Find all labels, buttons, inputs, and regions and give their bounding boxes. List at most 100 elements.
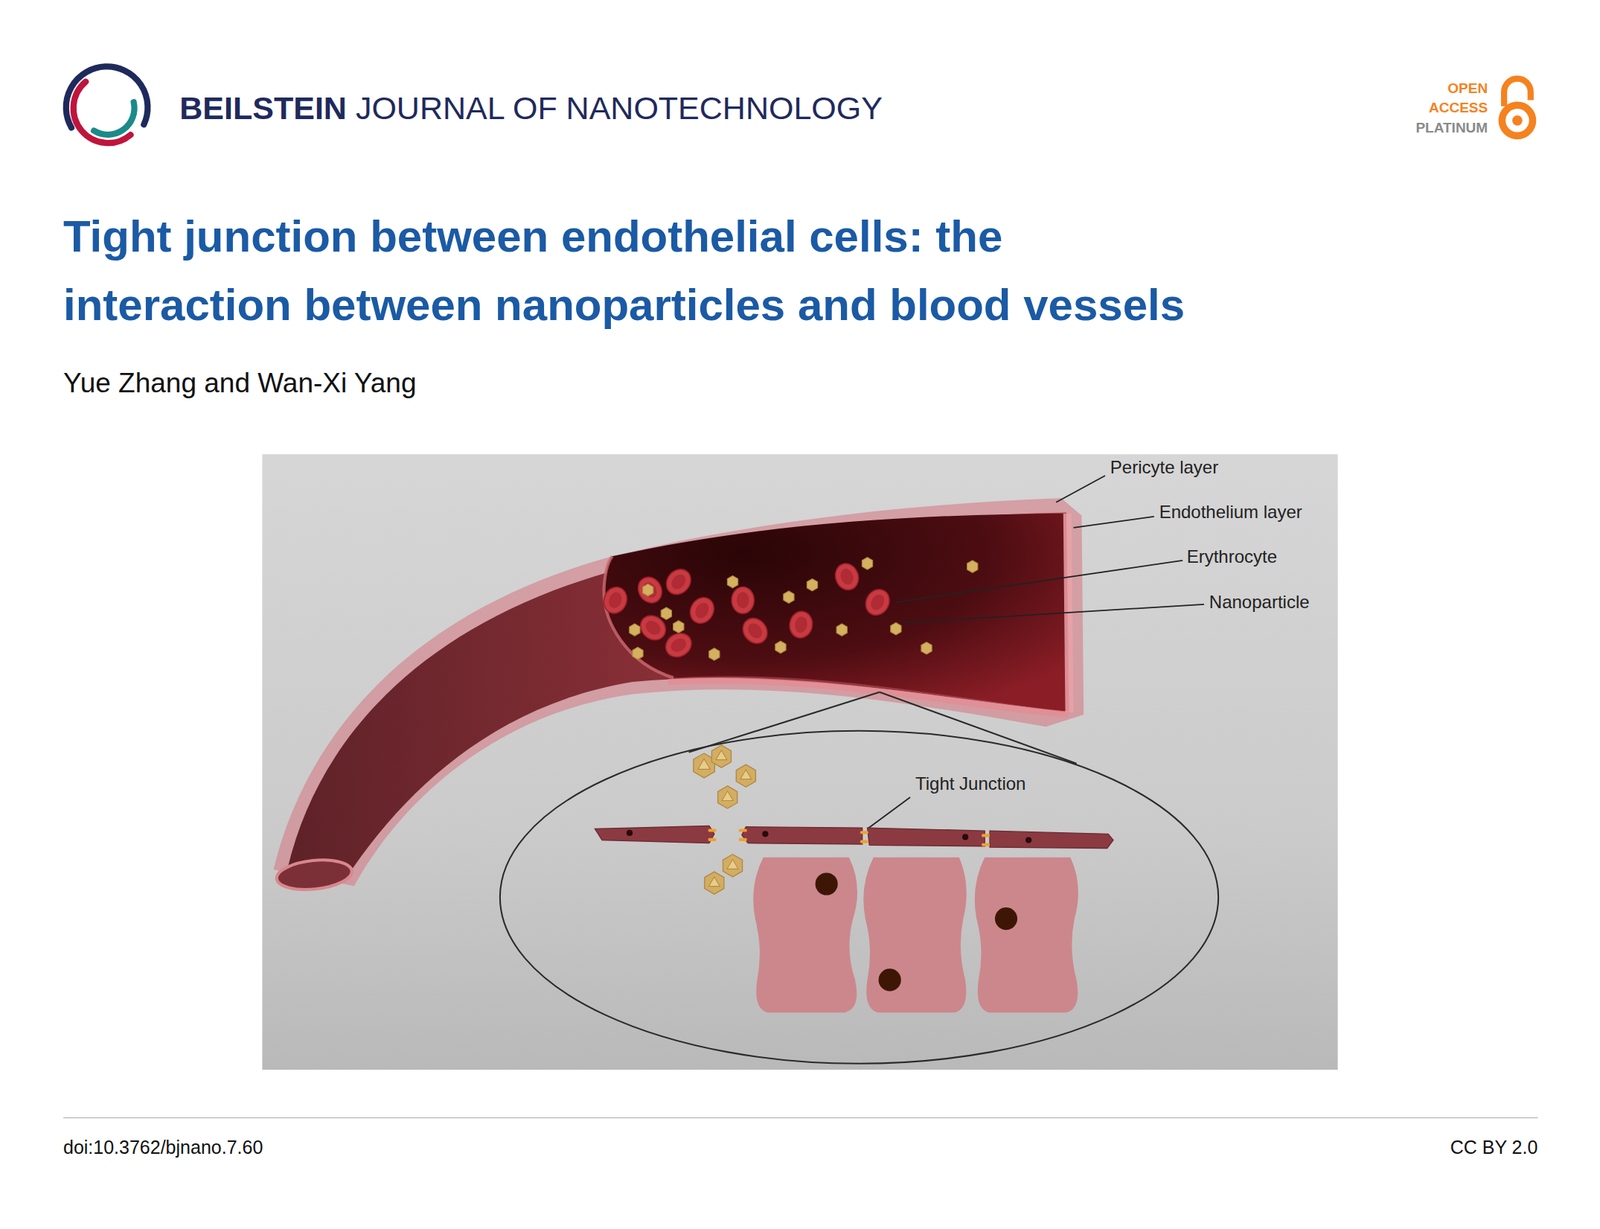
title: Tight junction between endothelial cells…: [63, 202, 1463, 340]
blood-vessel: [273, 497, 1084, 893]
erythrocyte: [787, 609, 815, 640]
junction-mark: [738, 828, 748, 832]
zoom-ellipse: [500, 730, 1219, 1064]
cut-edge: [604, 555, 674, 678]
nanoparticle: [673, 620, 684, 633]
junction-mark: [981, 833, 990, 837]
vessel-opening: [275, 856, 354, 894]
nanoparticle: [718, 785, 738, 809]
erythrocyte: [633, 573, 667, 608]
endothelial-cell: [594, 825, 714, 843]
nanoparticle-facet: [715, 750, 728, 760]
leader-lines: [866, 475, 1204, 829]
erythrocyte-center: [606, 590, 624, 610]
open-access-badge: PLATINUM: [1415, 119, 1488, 137]
erythrocyte: [738, 613, 773, 649]
cut-edge: [668, 680, 1069, 715]
nanoparticle-body: [711, 744, 731, 768]
erythrocyte-disc: [861, 584, 894, 620]
cell-nucleus: [994, 907, 1018, 930]
junction-mark: [860, 830, 869, 834]
nanoparticle-facet: [740, 769, 752, 780]
nanoparticle: [921, 642, 932, 655]
endothelium-layer: [288, 512, 1070, 880]
erythrocyte-center: [668, 571, 689, 592]
lock-keyhole: [1512, 115, 1523, 126]
junction-mark: [981, 843, 990, 847]
nanoparticle: [704, 871, 725, 894]
endothelial-cell: [741, 826, 863, 844]
zoom-callout: [500, 692, 1219, 1064]
erythrocyte-disc: [600, 583, 632, 617]
illustration-ground: [261, 453, 1338, 1070]
open-access-badge: ACCESS: [1428, 99, 1488, 117]
part-label: Endothelium layer: [1159, 501, 1303, 524]
open-access-badge: OPEN: [1447, 80, 1488, 98]
nanoparticle: [632, 646, 643, 659]
pericyte-cell: [974, 857, 1079, 1013]
junction-mark: [708, 837, 717, 841]
leader-line: [902, 604, 1204, 623]
leader-line: [1056, 475, 1106, 503]
part-label: Erythrocyte: [1186, 546, 1278, 568]
erythrocyte-center: [668, 635, 689, 655]
tight-junctions: [708, 828, 990, 846]
footer-rule: [63, 1117, 1538, 1118]
nanoparticle: [629, 623, 640, 636]
cell-nucleus: [815, 872, 838, 895]
cell-nucleus: [626, 829, 633, 836]
junction-mark: [708, 828, 717, 832]
cell-nucleus: [962, 833, 969, 840]
erythrocyte-center: [736, 591, 749, 608]
logo-ring: [93, 101, 134, 135]
zoom-line: [689, 692, 880, 753]
nanoparticle: [806, 578, 818, 591]
part-label: Nanoparticle: [1209, 591, 1310, 614]
nanoparticle: [709, 648, 720, 661]
nanoparticle: [783, 590, 795, 603]
nanoparticle-facet: [698, 758, 710, 769]
pericyte-cell: [863, 857, 966, 1013]
leader-line: [866, 797, 911, 830]
pericyte-cells: [753, 857, 1079, 1013]
nanoparticle: [861, 557, 873, 570]
nanoparticle: [642, 583, 654, 596]
zoom-line: [879, 692, 1077, 764]
nanoparticles: [693, 744, 757, 894]
nanoparticle: [722, 854, 742, 877]
erythrocyte-center: [692, 599, 712, 620]
erythrocyte: [731, 586, 754, 614]
journal-brand: BEILSTEIN: [179, 89, 347, 128]
leader-line: [896, 560, 1183, 603]
lock-body: [1501, 104, 1533, 136]
erythrocyte: [832, 560, 863, 594]
nanoparticle: [660, 607, 672, 620]
nanoparticle-body: [722, 854, 742, 877]
nanoparticle: [967, 560, 978, 573]
erythrocyte-disc: [633, 573, 667, 608]
nanoparticle: [836, 623, 847, 636]
nanoparticle: [775, 640, 786, 653]
journal-name: JOURNAL OF NANOTECHNOLOGY: [355, 89, 883, 128]
nanoparticle: [727, 575, 738, 588]
junction-mark: [738, 837, 748, 841]
erythrocyte-center: [838, 567, 856, 587]
cell-nucleus: [1025, 836, 1032, 843]
nanoparticle-facet: [708, 876, 720, 887]
nanoparticle: [711, 744, 731, 768]
part-label: Pericyte layer: [1110, 456, 1219, 479]
nanoparticles: [629, 557, 978, 661]
cell-nucleus: [762, 830, 768, 837]
authors: Yue Zhang and Wan-Xi Yang: [63, 366, 416, 400]
erythrocyte-center: [868, 591, 888, 612]
license: CC BY 2.0: [1450, 1135, 1539, 1158]
cell-nucleus: [878, 968, 902, 991]
erythrocytes: [600, 560, 895, 662]
pericyte-cell: [753, 857, 858, 1013]
erythrocyte: [661, 564, 696, 600]
erythrocyte-center: [640, 579, 660, 600]
erythrocyte-center: [793, 615, 809, 634]
erythrocyte-disc: [832, 560, 863, 594]
